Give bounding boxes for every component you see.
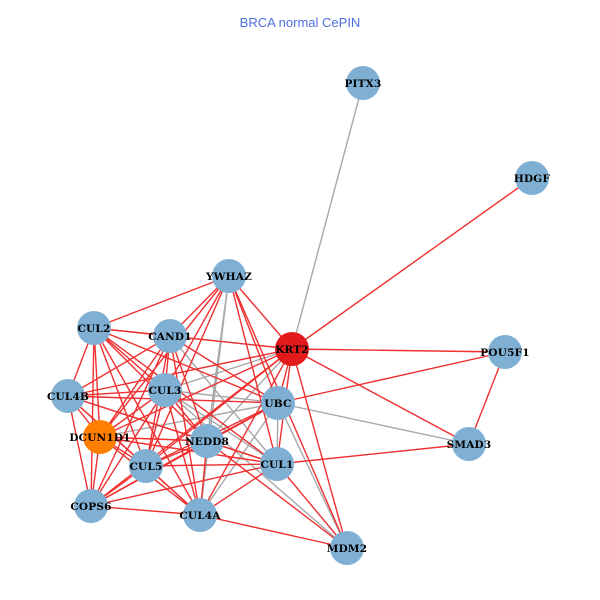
node-label: CAND1 — [148, 331, 192, 343]
node-circle[interactable] — [77, 311, 111, 345]
edge-mdm2-cul4a — [199, 514, 348, 549]
edge-smad3-ubc — [277, 402, 470, 445]
edge-pou5f1-ubc — [277, 351, 506, 404]
node-cul4b[interactable]: CUL4B — [47, 379, 89, 413]
node-mdm2[interactable]: MDM2 — [327, 531, 367, 565]
edge-cul3-cops6 — [90, 389, 166, 507]
node-cul5[interactable]: CUL5 — [129, 449, 163, 483]
edge-cand1-cul1 — [169, 335, 278, 465]
node-circle[interactable] — [488, 335, 522, 369]
edge-mdm2-cul1 — [276, 463, 348, 549]
node-label: DCUN1D1 — [69, 432, 130, 444]
node-circle[interactable] — [190, 424, 224, 458]
node-ywhaz[interactable]: YWHAZ — [205, 259, 252, 293]
node-cul4a[interactable]: CUL4A — [179, 498, 221, 532]
node-label: HDGF — [514, 173, 551, 185]
edge-cul1-cops6 — [90, 463, 278, 507]
node-label: UBC — [264, 398, 291, 410]
node-circle[interactable] — [153, 319, 187, 353]
edge-krt2-cul4a — [199, 348, 293, 516]
edge-ubc-cul4a — [199, 402, 279, 516]
node-hdgf[interactable]: HDGF — [514, 161, 551, 195]
node-pou5f1[interactable]: POU5F1 — [480, 335, 530, 369]
edge-cand1-ubc — [169, 335, 279, 404]
edge-krt2-nedd8 — [206, 348, 293, 442]
node-cul1[interactable]: CUL1 — [260, 447, 294, 481]
edge-dcun1d1-cul1 — [99, 436, 278, 465]
node-cul3[interactable]: CUL3 — [148, 373, 182, 407]
edge-mdm2-krt2 — [291, 348, 348, 549]
edge-hdgf-krt2 — [291, 177, 533, 350]
edges-layer — [67, 82, 533, 549]
edge-cul2-ubc — [93, 327, 279, 404]
node-cops6[interactable]: COPS6 — [70, 489, 111, 523]
node-label: NEDD8 — [185, 436, 229, 448]
node-label: COPS6 — [70, 501, 111, 513]
edge-krt2-cul4b — [67, 348, 293, 397]
node-circle[interactable] — [51, 379, 85, 413]
edge-cul2-dcun1d1 — [93, 327, 101, 438]
edge-cops6-cul4a — [90, 505, 201, 516]
node-label: SMAD3 — [447, 439, 492, 451]
edge-cand1-cops6 — [90, 335, 171, 507]
node-circle[interactable] — [74, 489, 108, 523]
edge-ywhaz-cul2 — [93, 275, 230, 329]
edge-krt2-dcun1d1 — [99, 348, 293, 438]
node-circle[interactable] — [330, 531, 364, 565]
node-label: PITX3 — [344, 78, 381, 90]
edge-mdm2-ubc — [277, 402, 348, 549]
edge-cul2-cops6 — [90, 327, 95, 507]
edge-pou5f1-krt2 — [291, 348, 506, 353]
node-label: CUL4B — [47, 391, 89, 403]
node-label: YWHAZ — [205, 271, 252, 283]
node-circle[interactable] — [129, 449, 163, 483]
node-circle[interactable] — [346, 66, 380, 100]
edge-ywhaz-cul1 — [228, 275, 278, 465]
edge-cand1-cul4a — [169, 335, 201, 516]
node-nedd8[interactable]: NEDD8 — [185, 424, 229, 458]
edge-cul3-cul4a — [164, 389, 201, 516]
edge-cand1-nedd8 — [169, 335, 208, 442]
edge-cand1-cul4b — [67, 335, 171, 397]
edge-krt2-cops6 — [90, 348, 293, 507]
node-label: CUL2 — [77, 323, 110, 335]
node-dcun1d1[interactable]: DCUN1D1 — [69, 420, 130, 454]
node-label: KRT2 — [275, 344, 309, 356]
edge-cand1-dcun1d1 — [99, 335, 171, 438]
node-circle[interactable] — [261, 386, 295, 420]
node-circle[interactable] — [275, 332, 309, 366]
node-cand1[interactable]: CAND1 — [148, 319, 192, 353]
edge-cul3-ubc — [164, 389, 279, 404]
edge-smad3-krt2 — [291, 348, 470, 445]
node-circle[interactable] — [452, 427, 486, 461]
node-ubc[interactable]: UBC — [261, 386, 295, 420]
edge-ywhaz-ubc — [228, 275, 279, 404]
node-circle[interactable] — [515, 161, 549, 195]
node-pitx3[interactable]: PITX3 — [344, 66, 381, 100]
edge-dcun1d1-nedd8 — [99, 436, 208, 442]
edge-cul3-cul1 — [164, 389, 278, 465]
edge-cul2-cul1 — [93, 327, 278, 465]
node-label: CUL3 — [148, 385, 181, 397]
edge-pitx3-krt2 — [291, 82, 364, 350]
node-label: CUL4A — [179, 510, 221, 522]
node-circle[interactable] — [183, 498, 217, 532]
node-circle[interactable] — [260, 447, 294, 481]
graph-title: BRCA normal CePIN — [239, 15, 361, 30]
node-label: CUL1 — [260, 459, 293, 471]
edge-cul4b-cops6 — [67, 395, 92, 507]
node-circle[interactable] — [83, 420, 117, 454]
node-label: POU5F1 — [480, 347, 529, 359]
node-circle[interactable] — [148, 373, 182, 407]
node-smad3[interactable]: SMAD3 — [447, 427, 492, 461]
node-cul2[interactable]: CUL2 — [77, 311, 111, 345]
node-circle[interactable] — [212, 259, 246, 293]
node-label: MDM2 — [327, 543, 367, 555]
node-label: CUL5 — [129, 461, 162, 473]
node-krt2[interactable]: KRT2 — [275, 332, 309, 366]
edge-cul1-cul5 — [145, 463, 278, 467]
